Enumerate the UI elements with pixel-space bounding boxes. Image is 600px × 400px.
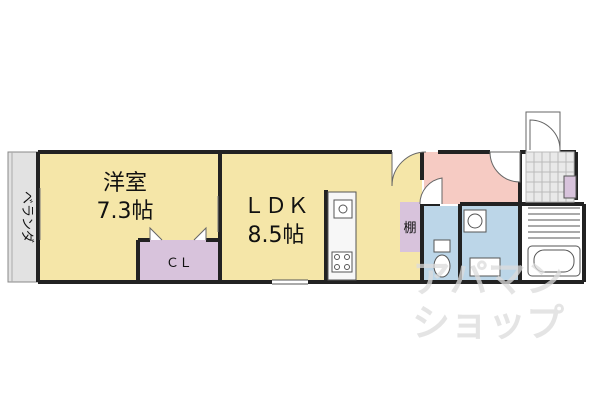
doors [391, 111, 561, 205]
shelf-label: 棚 [403, 221, 416, 236]
closet-doors [149, 226, 207, 241]
watermark-line2: ショップ [412, 301, 564, 345]
veranda-label: ベランダ [19, 191, 34, 243]
watermark-line1: アパマン [412, 257, 563, 301]
closet-area [140, 240, 218, 280]
veranda-area [7, 151, 39, 283]
shoe-box [563, 175, 577, 199]
washbasin [463, 209, 501, 277]
closet-label: ＣＬ [166, 256, 192, 271]
veranda-door [39, 188, 219, 240]
walls [36, 150, 586, 284]
ldk-area [222, 152, 422, 280]
kitchen-counter [327, 191, 357, 281]
ldk-name: ＬＤＫ [243, 194, 309, 219]
shelf-area [400, 202, 420, 252]
western-room-name: 洋室 [103, 171, 147, 196]
ldk-size: 8.5帖 [248, 223, 305, 248]
bathtub [527, 207, 581, 277]
toilet-fixture [433, 239, 451, 278]
western-room-size: 7.3帖 [97, 199, 154, 224]
window [272, 279, 308, 285]
